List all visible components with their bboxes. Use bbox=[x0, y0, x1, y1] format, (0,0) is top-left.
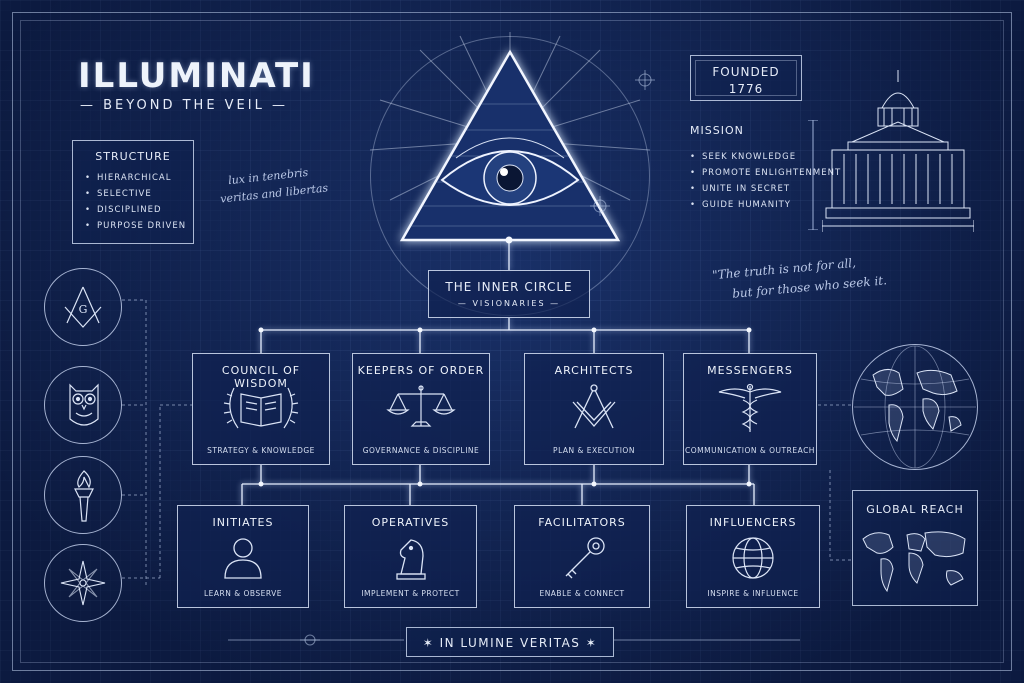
scales-icon bbox=[386, 385, 456, 427]
node-description: STRATEGY & KNOWLEDGE bbox=[207, 446, 315, 455]
node-keepers-of-order[interactable]: KEEPERS OF ORDER GOVERNANCE & DISCIPLINE bbox=[352, 353, 490, 465]
star-icon: ✶ bbox=[422, 636, 440, 650]
world-globe-icon bbox=[854, 345, 976, 469]
node-messengers[interactable]: MESSENGERS COMMUNICATION & OUTREACH bbox=[683, 353, 817, 465]
emblem-owl bbox=[44, 366, 122, 444]
global-reach-box: GLOBAL REACH bbox=[852, 490, 978, 606]
footer-banner: ✶ IN LUMINE VERITAS ✶ bbox=[406, 627, 614, 657]
compass-rose-icon bbox=[60, 560, 106, 606]
founded-box: FOUNDED 1776 bbox=[690, 55, 802, 101]
person-icon bbox=[224, 538, 262, 579]
compass-square-g-icon: G bbox=[64, 286, 102, 328]
node-title: INFLUENCERS bbox=[709, 516, 797, 529]
mission-item: SEEK KNOWLEDGE bbox=[690, 152, 841, 162]
node-facilitators[interactable]: FACILITATORS ENABLE & CONNECT bbox=[514, 505, 650, 608]
node-description: IMPLEMENT & PROTECT bbox=[361, 589, 460, 598]
mission-item: GUIDE HUMANITY bbox=[690, 200, 841, 210]
node-title: KEEPERS OF ORDER bbox=[357, 364, 485, 377]
capitol-dimension-line bbox=[808, 120, 818, 230]
dash-right: — bbox=[264, 98, 288, 113]
capitol-building-icon bbox=[822, 70, 974, 232]
founded-inner-border bbox=[695, 60, 797, 96]
founded-label: FOUNDED bbox=[712, 65, 780, 79]
footer-label: IN LUMINE VERITAS bbox=[439, 636, 581, 650]
node-council-of-wisdom[interactable]: COUNCIL OF WISDOM STRATEGY & KNOWLEDGE bbox=[192, 353, 330, 465]
node-title: MESSENGERS bbox=[707, 364, 793, 377]
node-title: OPERATIVES bbox=[371, 516, 450, 529]
global-reach-label: GLOBAL REACH bbox=[866, 503, 964, 516]
node-description: COMMUNICATION & OUTREACH bbox=[685, 446, 815, 455]
subtitle-text: BEYOND THE VEIL bbox=[103, 98, 265, 113]
page-subtitle: — BEYOND THE VEIL — bbox=[80, 98, 288, 113]
node-influencers[interactable]: INFLUENCERS INSPIRE & INFLUENCE bbox=[686, 505, 820, 608]
node-description: ENABLE & CONNECT bbox=[539, 589, 625, 598]
dash-left: — bbox=[80, 98, 104, 113]
structure-heading: STRUCTURE bbox=[95, 150, 171, 163]
mission-heading: MISSION bbox=[690, 124, 744, 137]
structure-item: DISCIPLINED bbox=[85, 205, 186, 215]
node-title: ARCHITECTS bbox=[554, 364, 634, 377]
owl-icon bbox=[69, 383, 99, 426]
mission-list: SEEK KNOWLEDGE PROMOTE ENLIGHTENMENT UNI… bbox=[690, 152, 841, 216]
inner-frame bbox=[20, 20, 1004, 663]
emblem-compass-rose bbox=[44, 544, 122, 622]
structure-item: SELECTIVE bbox=[85, 189, 186, 199]
inner-circle-title: THE INNER CIRCLE bbox=[445, 280, 573, 294]
emblem-torch bbox=[44, 456, 122, 534]
dash-right: — bbox=[545, 299, 561, 308]
world-globe bbox=[852, 344, 978, 470]
outer-frame bbox=[12, 12, 1012, 671]
node-title: INITIATES bbox=[212, 516, 274, 529]
node-initiates[interactable]: INITIATES LEARN & OBSERVE bbox=[177, 505, 309, 608]
mission-item: PROMOTE ENLIGHTENMENT bbox=[690, 168, 841, 178]
founded-year: 1776 bbox=[728, 82, 764, 96]
node-description: PLAN & EXECUTION bbox=[553, 446, 635, 455]
key-icon bbox=[565, 537, 605, 579]
caduceus-icon bbox=[718, 383, 782, 432]
structure-list: HIERARCHICAL SELECTIVE DISCIPLINED PURPO… bbox=[85, 173, 186, 237]
node-description: INSPIRE & INFLUENCE bbox=[707, 589, 799, 598]
dash-left: — bbox=[457, 299, 473, 308]
structure-box: STRUCTURE HIERARCHICAL SELECTIVE DISCIPL… bbox=[72, 140, 194, 244]
globe-icon bbox=[732, 537, 774, 579]
structure-item: PURPOSE DRIVEN bbox=[85, 221, 186, 231]
footer-text: ✶ IN LUMINE VERITAS ✶ bbox=[407, 636, 613, 650]
page-title: ILLUMINATI bbox=[78, 56, 315, 96]
inner-circle-subtitle: — VISIONARIES — bbox=[429, 299, 589, 308]
compass-square-icon bbox=[572, 384, 616, 429]
mission-item: UNITE IN SECRET bbox=[690, 184, 841, 194]
world-map-icon bbox=[862, 531, 966, 593]
emblem-masonic: G bbox=[44, 268, 122, 346]
torch-icon bbox=[74, 470, 94, 522]
structure-item: HIERARCHICAL bbox=[85, 173, 186, 183]
node-title: COUNCIL OF WISDOM bbox=[221, 364, 301, 390]
node-title: FACILITATORS bbox=[538, 516, 626, 529]
svg-text:G: G bbox=[79, 303, 88, 316]
node-description: LEARN & OBSERVE bbox=[203, 589, 283, 598]
node-description: GOVERNANCE & DISCIPLINE bbox=[362, 446, 480, 455]
knight-icon bbox=[395, 539, 426, 580]
inner-circle-box[interactable]: THE INNER CIRCLE — VISIONARIES — bbox=[428, 270, 590, 318]
inner-circle-subtitle-text: VISIONARIES bbox=[472, 299, 546, 308]
node-architects[interactable]: ARCHITECTS PLAN & EXECUTION bbox=[524, 353, 664, 465]
node-operatives[interactable]: OPERATIVES IMPLEMENT & PROTECT bbox=[344, 505, 477, 608]
star-icon: ✶ bbox=[580, 636, 598, 650]
book-icon bbox=[223, 387, 299, 429]
